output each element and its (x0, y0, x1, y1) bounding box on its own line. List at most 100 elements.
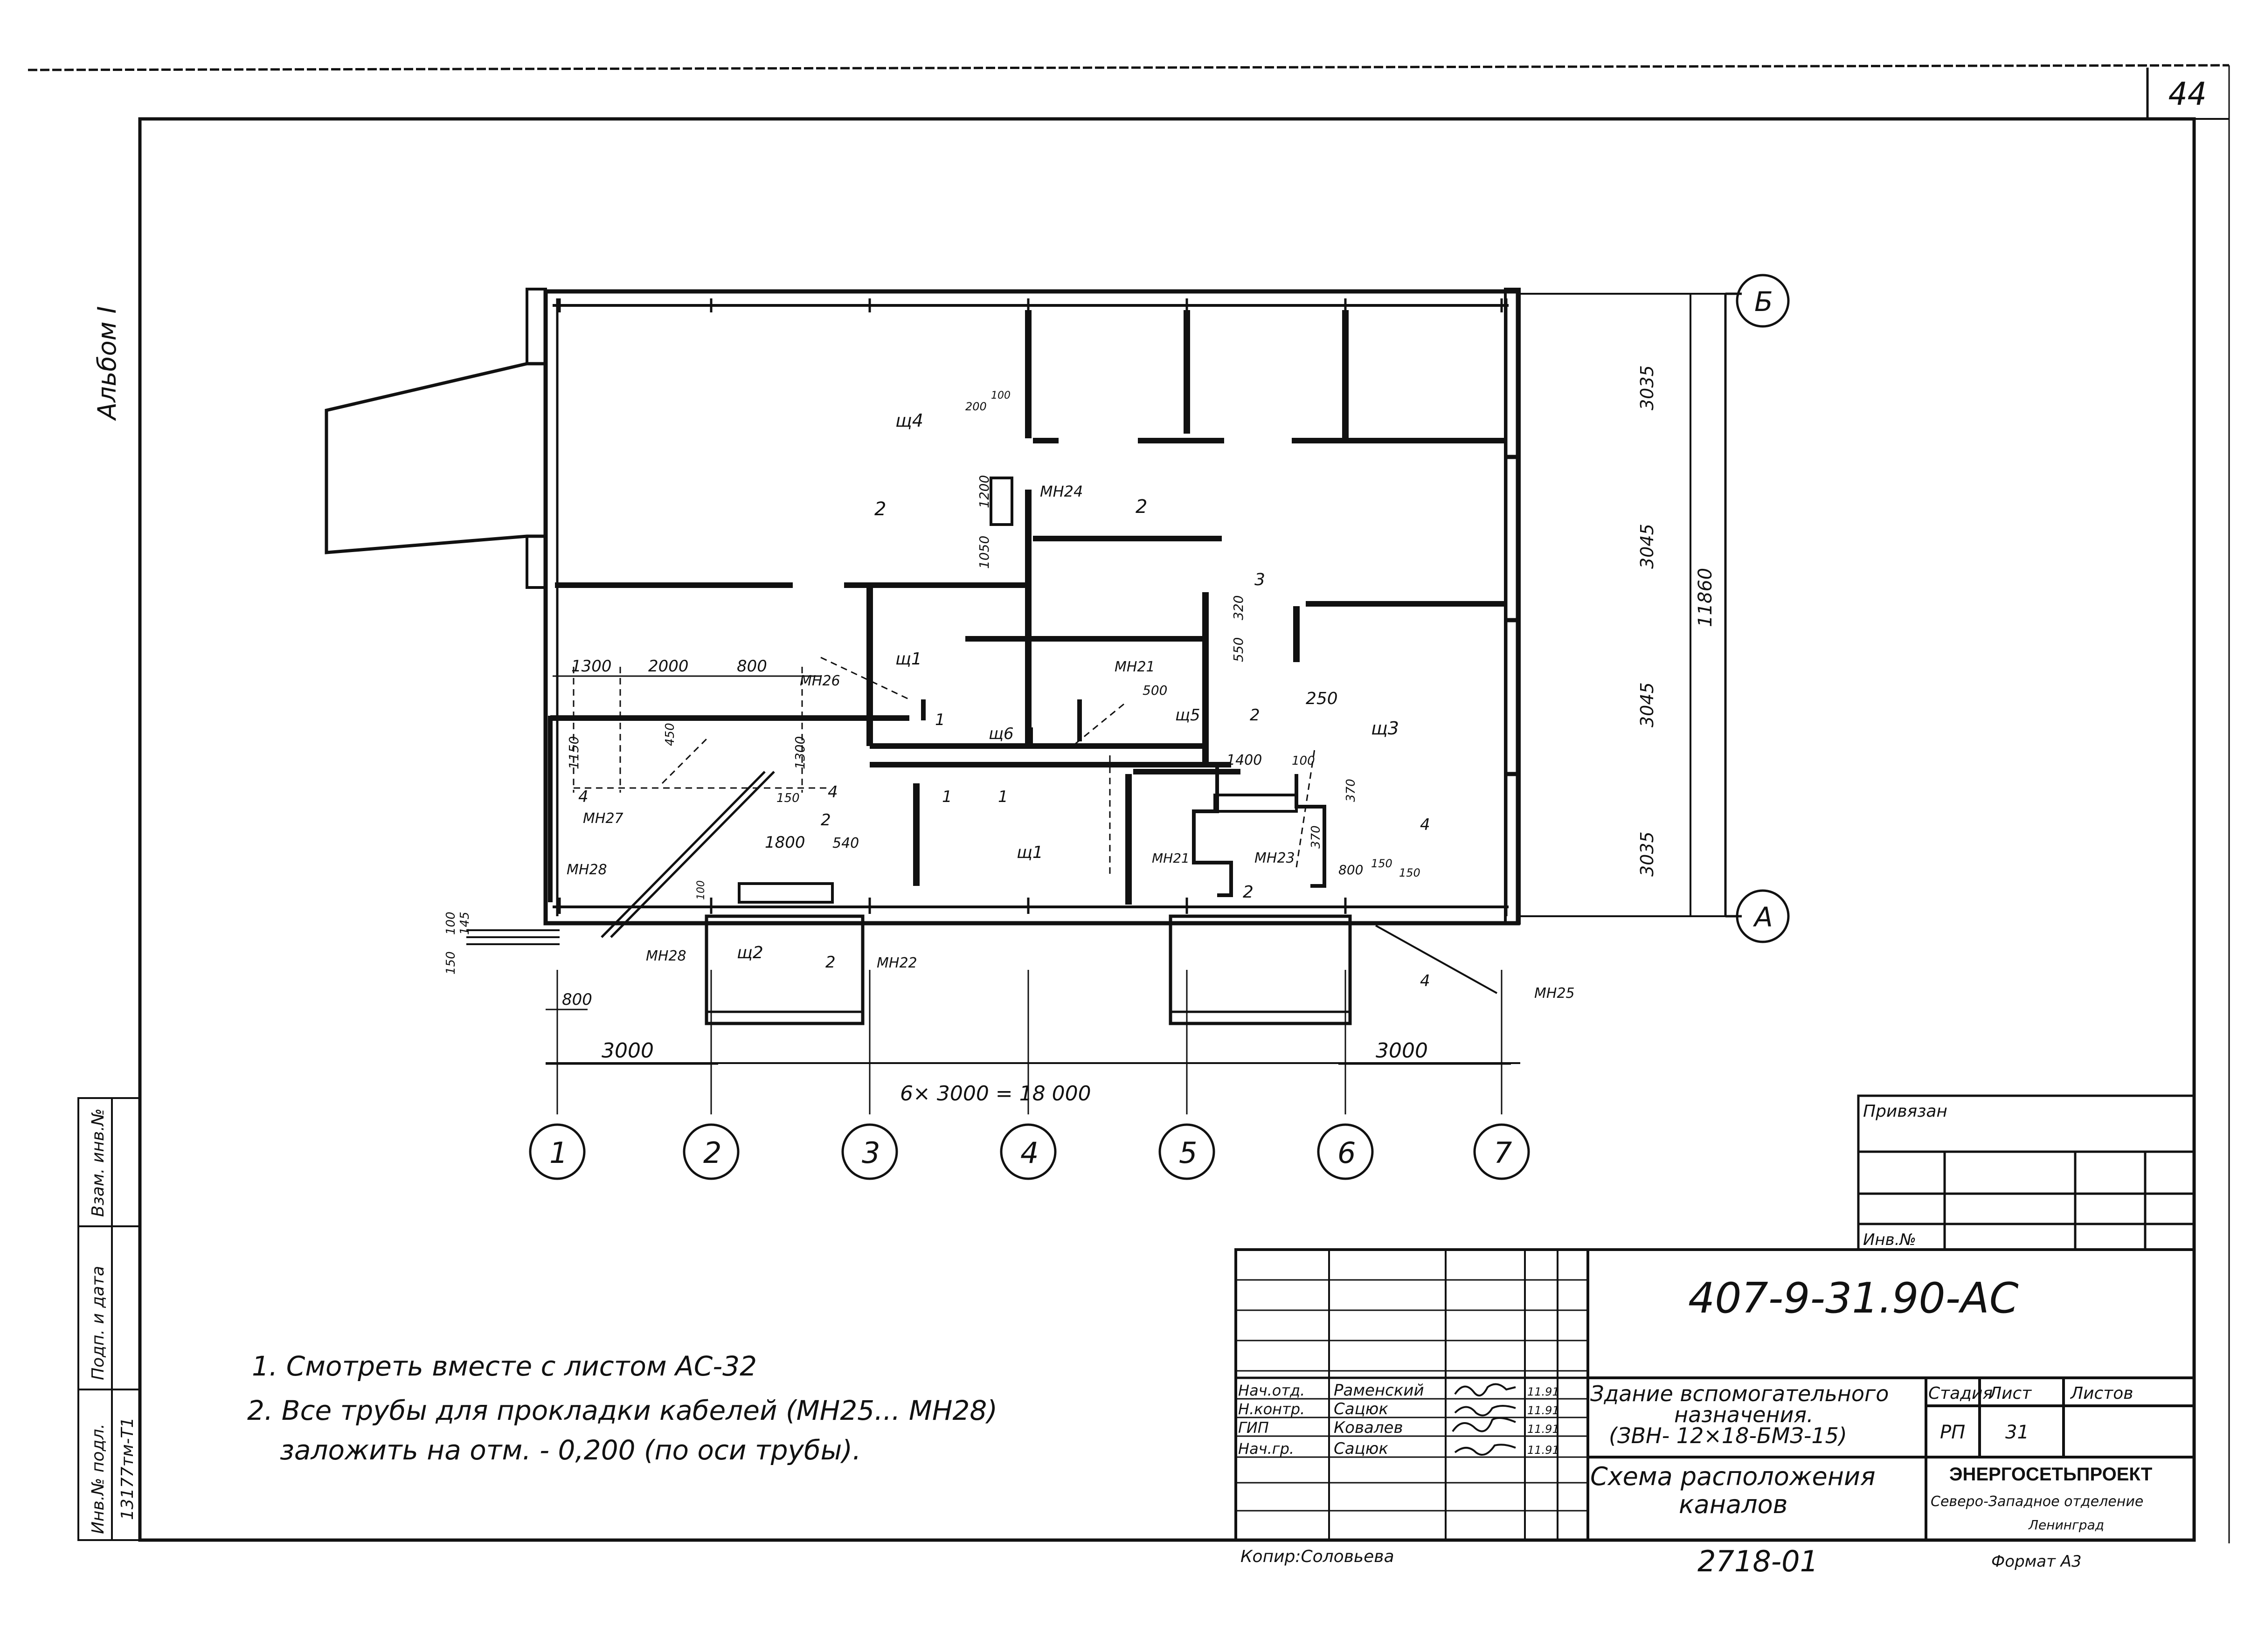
axis-number-4: 4 (1020, 1136, 1039, 1170)
dimension-labels: 6× 3000 = 18 000 3000 3000 800 11860 303… (444, 365, 1716, 1106)
dim-row-4: 3035 (1637, 831, 1657, 877)
panel-shch1-bottom: щ1 (1017, 843, 1043, 862)
dim-misc-22: 100 (695, 880, 707, 900)
sheet-title-1: Схема расположения (1590, 1462, 1876, 1491)
axis-letter-b: Б (1754, 286, 1773, 318)
dim-misc-17: 450 (663, 723, 677, 746)
name-4: Сацюк (1334, 1439, 1388, 1458)
dim-misc-7: 320 (1231, 595, 1246, 620)
role-2: Н.контр. (1238, 1400, 1305, 1418)
grid-axes (529, 274, 1790, 1180)
album-label: Альбом I (92, 306, 122, 421)
pipe-mn21-top: МН21 (1115, 659, 1155, 675)
section-2c: 2 (821, 811, 831, 829)
dim-misc-23: 150 (444, 951, 458, 975)
inv-podl-label: Инв.№ подл. (89, 1424, 108, 1534)
org-sub-2: Ленинград (2028, 1517, 2104, 1533)
axis-number-7: 7 (1494, 1136, 1512, 1170)
name-3: Ковалев (1334, 1418, 1403, 1437)
dim-row-1: 3035 (1637, 365, 1657, 410)
dim-overall-depth: 11860 (1695, 568, 1716, 627)
role-4: Нач.гр. (1238, 1440, 1294, 1458)
panel-shch2: щ2 (737, 943, 763, 962)
left-stamp-strip (77, 1097, 141, 1541)
dim-left-offset: 800 (562, 990, 592, 1009)
axis-number-2: 2 (703, 1136, 721, 1170)
building-line-3: (ЗВН- 12×18-БМЗ-15) (1609, 1423, 1847, 1448)
axis-number-6: 6 (1337, 1136, 1356, 1170)
signatures: Нач.отд. Раменский 11.91 Н.контр. Сацюк … (1238, 1381, 1559, 1458)
pipe-mn24: МН24 (1040, 483, 1083, 500)
section-4d: 4 (1420, 972, 1430, 990)
title-block-frame (1234, 1248, 2196, 1541)
sheet-value: 31 (2005, 1422, 2029, 1443)
dim-misc-2: 100 (991, 390, 1011, 401)
name-2: Сацюк (1334, 1400, 1388, 1418)
section-1b: 1 (942, 788, 952, 806)
section-4a: 4 (578, 788, 589, 806)
section-2b: 2 (1136, 496, 1147, 518)
panel-shch5: щ5 (1175, 706, 1200, 725)
dim-misc-11: 370 (1344, 779, 1358, 802)
role-1: Нач.отд. (1238, 1382, 1305, 1399)
pipe-mn22: МН22 (877, 955, 917, 971)
sheet-frame (28, 64, 2230, 1543)
role-3: ГИП (1238, 1419, 1269, 1437)
dim-misc-21: 540 (832, 835, 859, 851)
date-2: 11.91 (1527, 1404, 1559, 1417)
axis-number-3: 3 (862, 1136, 880, 1170)
axis-letters: Б А (1752, 286, 1773, 933)
dim-misc-6: 550 (1231, 637, 1246, 662)
pipe-mn21-bottom: МН21 (1152, 850, 1190, 866)
footer-format: Формат А3 (1991, 1552, 2082, 1571)
axis-number-5: 5 (1179, 1136, 1197, 1170)
note-2: 2. Все трубы для прокладки кабелей (МН25… (247, 1395, 997, 1426)
dim-misc-24: 100 (444, 912, 458, 935)
pipe-mn26: МН26 (800, 673, 840, 689)
dim-misc-5: 500 (1143, 683, 1167, 698)
plan-labels: щ4 щ1 щ6 щ5 щ3 щ1 щ2 МН24 МН21 МН26 МН27… (567, 410, 1575, 1002)
footer-copied: Копир:Соловьева (1240, 1547, 1394, 1566)
name-1: Раменский (1334, 1381, 1424, 1400)
dim-misc-20: 1800 (765, 833, 805, 852)
section-4c: 4 (1420, 816, 1430, 834)
dim-row-2: 3045 (1637, 524, 1657, 569)
org-sub-1: Северо-Западное отделение (1931, 1493, 2143, 1510)
dim-misc-9: 1400 (1226, 752, 1262, 768)
sheet-header: Лист (1988, 1384, 2032, 1403)
dim-misc-18: 1300 (792, 736, 808, 769)
dim-top-2000: 2000 (648, 657, 689, 676)
dim-misc-16: 1150 (566, 736, 582, 769)
privyazan-inv: Инв.№ (1863, 1230, 1916, 1249)
podp-data-label: Подп. и дата (89, 1266, 108, 1380)
dim-right-bay: 3000 (1376, 1039, 1428, 1063)
inv-value: 13177тм-Т1 (118, 1417, 137, 1520)
dim-misc-12: 370 (1309, 825, 1323, 849)
dim-row-3: 3045 (1637, 682, 1657, 727)
privyazan-block (1857, 1094, 2196, 1251)
footer-number: 2718-01 (1697, 1544, 1818, 1578)
building-line-2: назначения. (1674, 1402, 1814, 1427)
dim-misc-15: 150 (1399, 866, 1420, 879)
date-3: 11.91 (1527, 1423, 1559, 1436)
floor-plan (325, 288, 1725, 1025)
section-2d: 2 (825, 953, 836, 972)
dim-left-bay: 3000 (602, 1039, 654, 1063)
org-name: ЭНЕРГОСЕТЬПРОЕКТ (1949, 1464, 2152, 1485)
dim-misc-4: 1050 (977, 536, 992, 569)
dim-misc-13: 800 (1338, 862, 1363, 878)
dim-misc-10: 100 (1292, 754, 1315, 768)
panel-shch6: щ6 (989, 725, 1014, 743)
note-3: заложить на отм. - 0,200 (по оси трубы). (280, 1434, 861, 1466)
section-1c: 1 (998, 788, 1008, 806)
sheet-number: 44 (2168, 76, 2207, 113)
dim-total: 6× 3000 = 18 000 (900, 1082, 1091, 1106)
sheets-header: Листов (2070, 1384, 2133, 1403)
date-4: 11.91 (1527, 1444, 1559, 1457)
date-1: 11.91 (1527, 1385, 1559, 1398)
vzam-label: Взам. инв.№ (89, 1108, 108, 1217)
pipe-mn28-bottom: МН28 (646, 948, 686, 964)
panel-shch3: щ3 (1371, 718, 1399, 739)
dim-top-1300: 1300 (571, 657, 612, 676)
